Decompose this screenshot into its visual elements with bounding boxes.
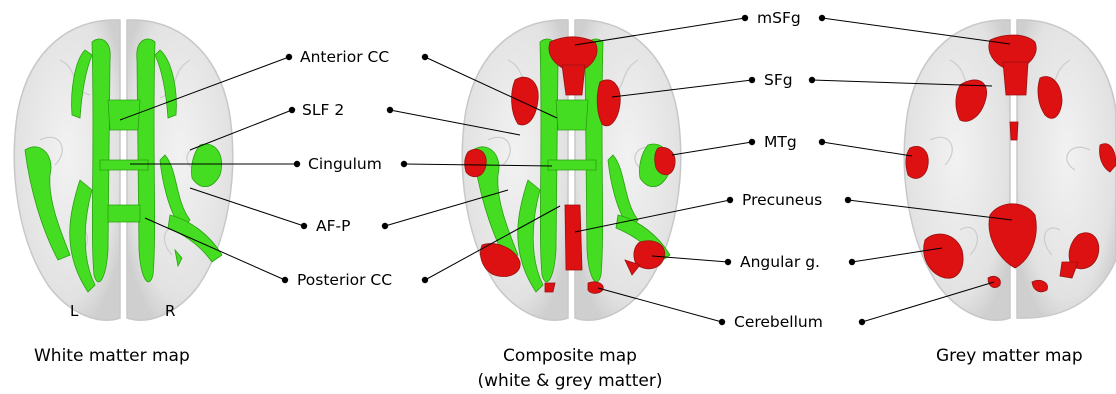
caption-grey-matter-map: Grey matter map — [936, 345, 1083, 367]
label-msfg: mSFg — [757, 9, 801, 27]
label-cerebellum: Cerebellum — [734, 313, 823, 331]
label-slf2: SLF 2 — [302, 101, 344, 119]
caption-white-matter-map: White matter map — [34, 345, 190, 367]
left-hemisphere-label: L — [70, 302, 78, 320]
label-anterior-cc: Anterior CC — [300, 48, 389, 66]
label-af-p: AF-P — [316, 217, 350, 235]
label-sfg: SFg — [764, 71, 793, 89]
label-mtg: MTg — [764, 133, 797, 151]
right-hemisphere-label: R — [165, 302, 175, 320]
composite-brain — [462, 20, 681, 320]
label-cingulum: Cingulum — [308, 155, 382, 173]
label-posterior-cc: Posterior CC — [297, 271, 392, 289]
caption-composite-subtitle: (white & grey matter) — [460, 370, 680, 392]
white-matter-brain — [14, 20, 233, 320]
caption-composite-map: Composite map — [470, 345, 670, 367]
grey-matter-brain — [904, 20, 1116, 320]
label-angular-g: Angular g. — [740, 253, 820, 271]
label-precuneus: Precuneus — [742, 191, 822, 209]
